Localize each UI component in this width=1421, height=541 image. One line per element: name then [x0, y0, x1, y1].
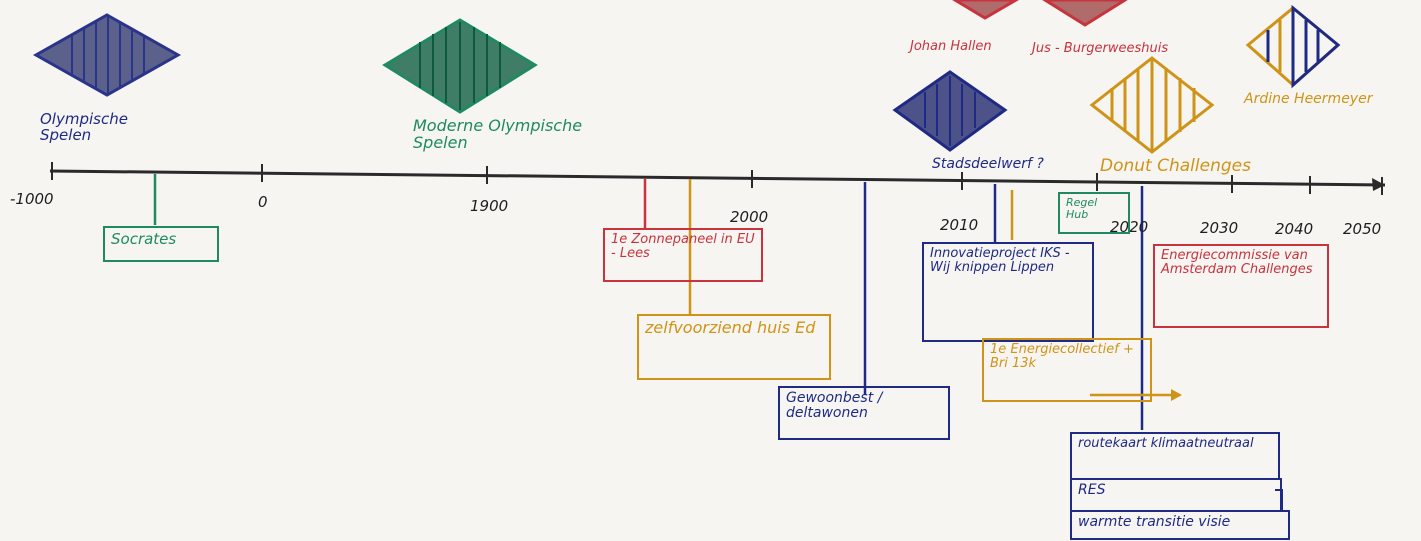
label-burgerweeshuis: Jus - Burgerweeshuis [1032, 41, 1169, 56]
box-socrates: Socrates [103, 226, 219, 262]
diamond-stadsdeelwerf [892, 70, 1008, 152]
box-routekaart: routekaart klimaatneutraal [1070, 432, 1280, 480]
box-innovatieproject: Innovatieproject IKS - Wij knippen Lippe… [922, 242, 1094, 342]
diamond-olympic [32, 13, 182, 97]
box-regelhub: Regel Hub [1058, 192, 1130, 234]
tick-label: -1000 [10, 190, 54, 208]
box-gewoonbest: Gewoonbest / deltawonen [778, 386, 950, 440]
diamond-burgerweeshuis [1042, 0, 1128, 27]
axis-ticks [51, 162, 1383, 195]
tick-label: 0 [258, 193, 268, 211]
tick-label: 1900 [470, 197, 509, 215]
box-zelfvoorzienend: zelfvoorziend huis Ed [637, 314, 831, 380]
axis-arrowhead [1372, 178, 1385, 191]
box-energiecommissie: Energiecommissie van Amsterdam Challenge… [1153, 244, 1329, 328]
box-warmte: warmte transitie visie [1070, 510, 1290, 540]
label-donut: Donut Challenges [1100, 156, 1251, 176]
stack-bracket [1275, 489, 1283, 510]
tick-label: 2000 [730, 208, 769, 226]
label-ardine: Ardine Heermeyer [1244, 91, 1373, 107]
label-stadsdeelwerf: Stadsdeelwerf ? [932, 156, 1044, 172]
timeline-axis [49, 169, 1386, 187]
tick-label: 2030 [1200, 219, 1239, 237]
diamond-johan [952, 0, 1019, 20]
tick-label: 2050 [1343, 220, 1382, 238]
label-modern-olympic: Moderne Olympische Spelen [413, 116, 583, 152]
energie-arrowhead [1171, 389, 1182, 401]
tick-label: 2040 [1275, 220, 1314, 238]
box-res: RES [1070, 478, 1282, 512]
diamond-ardine [1245, 4, 1341, 89]
label-olympic: Olympische Spelen [40, 110, 128, 144]
diamond-donut [1089, 56, 1215, 154]
box-eerste-energie: 1e Energiecollectief + Bri 13k [982, 338, 1152, 402]
box-zonnepanel: 1e Zonnepaneel in EU - Lees [603, 228, 763, 282]
label-johan: Johan Hallen [910, 39, 992, 54]
tick-label: 2010 [940, 216, 979, 234]
diamond-modern-olympic [382, 18, 538, 114]
